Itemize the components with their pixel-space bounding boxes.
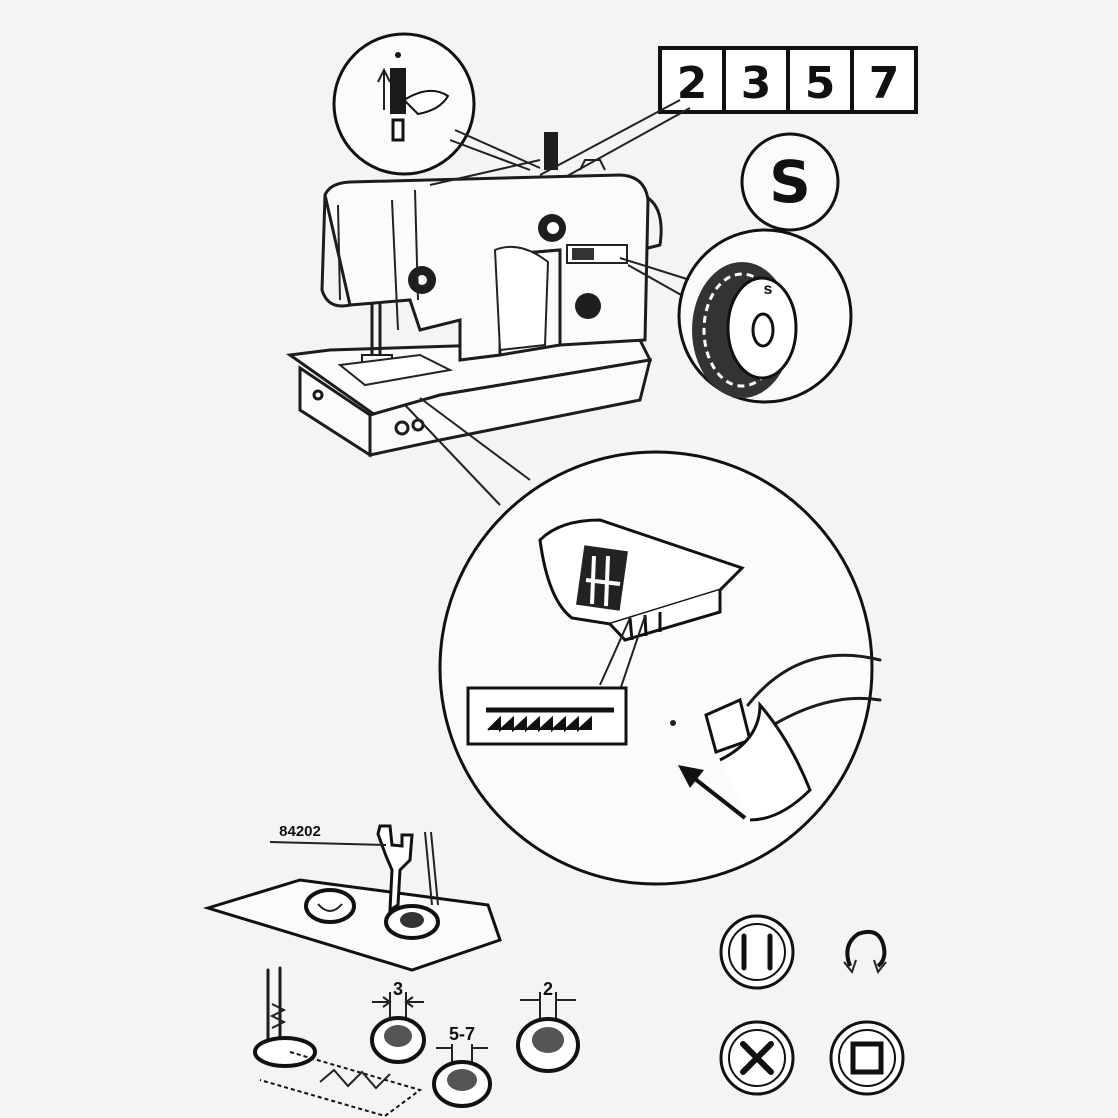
dial-callout: S s <box>677 132 853 404</box>
spacing-label-2: 2 <box>543 979 553 999</box>
lever-callout <box>332 32 541 176</box>
button-spacing-examples: 3 5-7 2 <box>370 979 580 1108</box>
hand-icon <box>402 89 450 116</box>
setting-number-boxes: 2 3 5 7 <box>539 46 918 181</box>
spacing-label-5-7: 5-7 <box>449 1024 475 1044</box>
spacing-label-3: 3 <box>393 979 403 999</box>
button-on-fabric-icon <box>304 888 356 924</box>
foot-part-number: 84202 <box>279 823 321 840</box>
dial-letter-large: S <box>769 148 811 216</box>
setting-box-4: 7 <box>869 58 900 109</box>
fabric-icon <box>202 878 502 972</box>
push-arrow-icon <box>678 765 704 788</box>
feed-dog-callout <box>438 450 882 886</box>
square-stitch-button-icon <box>829 1020 905 1096</box>
shank-stitch-illustration <box>253 966 423 1118</box>
two-hole-button-icon <box>719 914 795 990</box>
setting-box-1: 2 <box>677 58 708 109</box>
shank-button-icon <box>843 929 887 975</box>
button-foot-illustration: 84202 <box>202 823 502 972</box>
cross-stitch-button-icon <box>719 1020 795 1096</box>
button-foot-icon <box>376 824 414 913</box>
button-type-icons <box>719 914 905 1096</box>
sewing-machine <box>285 132 691 506</box>
setting-box-3: 5 <box>805 58 836 109</box>
setting-box-2: 3 <box>741 58 772 109</box>
dial-letter-small: s <box>764 281 773 298</box>
finger-icon <box>719 700 812 822</box>
lever-icon <box>390 68 406 114</box>
feed-dog-detail-box <box>466 686 628 746</box>
